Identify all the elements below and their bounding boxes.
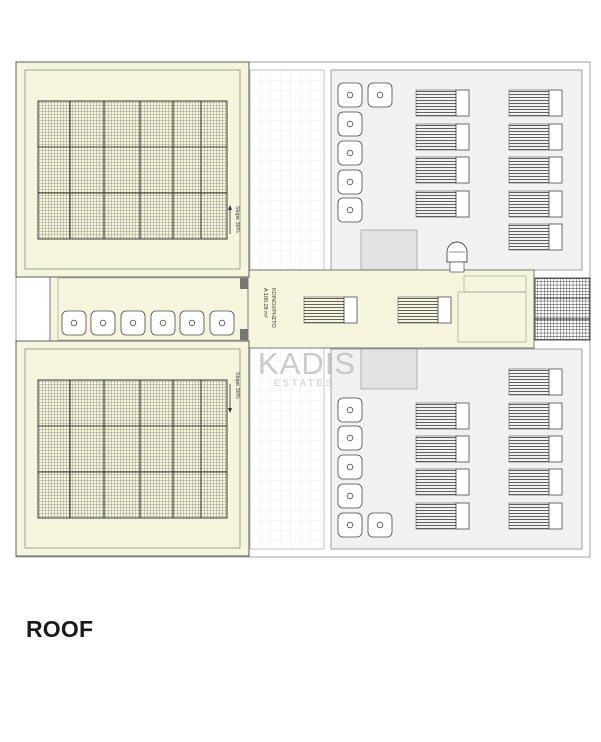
shaft-bottom bbox=[360, 348, 418, 390]
solar-panel-array-bottom bbox=[37, 379, 228, 519]
common-area-strip bbox=[49, 269, 535, 349]
pv-array-edge bbox=[534, 277, 591, 341]
solar-panel-array-top bbox=[37, 100, 228, 240]
slope-label-top: Slope 30% bbox=[234, 206, 240, 233]
tiled-strip-top bbox=[249, 69, 325, 271]
common-area-ledge bbox=[463, 275, 527, 293]
shaft-top bbox=[360, 229, 418, 271]
slope-label-bottom: Slope 30% bbox=[234, 372, 240, 399]
roof-vent bbox=[446, 241, 468, 273]
slope-arrow-bottom bbox=[228, 384, 232, 413]
slope-arrow-top bbox=[228, 205, 232, 234]
watermark-logo: KADIS bbox=[258, 346, 357, 381]
area-label-value: Α 100.28 m² bbox=[262, 288, 268, 318]
tiled-strip-bottom bbox=[249, 346, 325, 550]
watermark-tagline: ESTATES bbox=[274, 378, 335, 388]
plan-title: ROOF bbox=[26, 616, 94, 642]
column-top bbox=[240, 278, 248, 289]
column-bottom bbox=[240, 329, 248, 340]
area-label-name: ΚΟΙΝΟΧΡΗΣΤΟ bbox=[270, 288, 276, 329]
